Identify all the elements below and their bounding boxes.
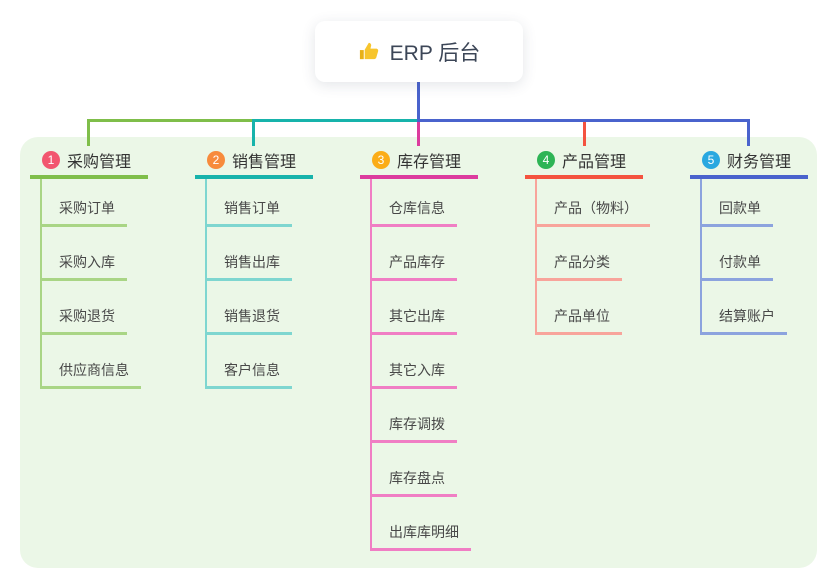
root-connector-stem — [417, 82, 420, 119]
badge-3: 3 — [372, 151, 390, 169]
branch-label: 库存管理 — [397, 154, 462, 171]
child-node[interactable]: 采购入库 — [42, 227, 127, 281]
branch-finance: 5 财务管理 回款单 付款单 结算账户 — [690, 150, 839, 335]
badge-4: 4 — [537, 151, 555, 169]
branch-label: 财务管理 — [727, 154, 792, 171]
root-title: ERP 后台 — [389, 41, 481, 65]
child-node[interactable]: 其它入库 — [372, 335, 457, 389]
drop-product — [583, 122, 586, 146]
branch-children: 采购订单 采购入库 采购退货 供应商信息 — [40, 179, 141, 389]
branch-sales: 2 销售管理 销售订单 销售出库 销售退货 客户信息 — [195, 150, 355, 389]
child-node[interactable]: 产品单位 — [537, 281, 622, 335]
badge-5: 5 — [702, 151, 720, 169]
badge-2: 2 — [207, 151, 225, 169]
branch-label: 采购管理 — [67, 154, 132, 171]
child-node[interactable]: 产品库存 — [372, 227, 457, 281]
drop-sales — [252, 122, 255, 146]
branch-children: 产品（物料） 产品分类 产品单位 — [535, 179, 650, 335]
branch-header-finance[interactable]: 5 财务管理 — [690, 150, 808, 179]
child-node[interactable]: 结算账户 — [702, 281, 787, 335]
child-node[interactable]: 销售订单 — [207, 179, 292, 227]
root-node-erp[interactable]: ERP 后台 — [315, 21, 523, 82]
child-node[interactable]: 销售出库 — [207, 227, 292, 281]
child-node[interactable]: 仓库信息 — [372, 179, 457, 227]
rail-segment-purchase — [87, 119, 254, 122]
child-node[interactable]: 客户信息 — [207, 335, 292, 389]
child-node[interactable]: 采购订单 — [42, 179, 127, 227]
child-node[interactable]: 采购退货 — [42, 281, 127, 335]
drop-purchase — [87, 122, 90, 146]
child-node[interactable]: 产品分类 — [537, 227, 622, 281]
branch-children: 仓库信息 产品库存 其它出库 其它入库 库存调拨 库存盘点 出库库明细 — [370, 179, 471, 551]
branch-product: 4 产品管理 产品（物料） 产品分类 产品单位 — [525, 150, 685, 335]
drop-finance — [747, 122, 750, 146]
branch-label: 销售管理 — [232, 154, 297, 171]
child-node[interactable]: 供应商信息 — [42, 335, 141, 389]
child-node[interactable]: 出库库明细 — [372, 497, 471, 551]
child-node[interactable]: 回款单 — [702, 179, 773, 227]
child-node[interactable]: 付款单 — [702, 227, 773, 281]
branch-purchase: 1 采购管理 采购订单 采购入库 采购退货 供应商信息 — [30, 150, 190, 389]
drop-inventory — [417, 122, 420, 146]
branch-children: 回款单 付款单 结算账户 — [700, 179, 787, 335]
badge-1: 1 — [42, 151, 60, 169]
branch-header-inventory[interactable]: 3 库存管理 — [360, 150, 478, 179]
child-node[interactable]: 库存盘点 — [372, 443, 457, 497]
child-node[interactable]: 产品（物料） — [537, 179, 650, 227]
rail-segment-finance — [417, 119, 750, 122]
branch-label: 产品管理 — [562, 154, 627, 171]
rail-segment-sales — [252, 119, 419, 122]
branch-header-purchase[interactable]: 1 采购管理 — [30, 150, 148, 179]
branch-inventory: 3 库存管理 仓库信息 产品库存 其它出库 其它入库 库存调拨 库存盘点 出库库… — [360, 150, 520, 551]
child-node[interactable]: 其它出库 — [372, 281, 457, 335]
branch-header-sales[interactable]: 2 销售管理 — [195, 150, 313, 179]
branch-header-product[interactable]: 4 产品管理 — [525, 150, 643, 179]
thumbs-up-icon — [358, 40, 381, 63]
child-node[interactable]: 销售退货 — [207, 281, 292, 335]
child-node[interactable]: 库存调拨 — [372, 389, 457, 443]
branch-children: 销售订单 销售出库 销售退货 客户信息 — [205, 179, 292, 389]
